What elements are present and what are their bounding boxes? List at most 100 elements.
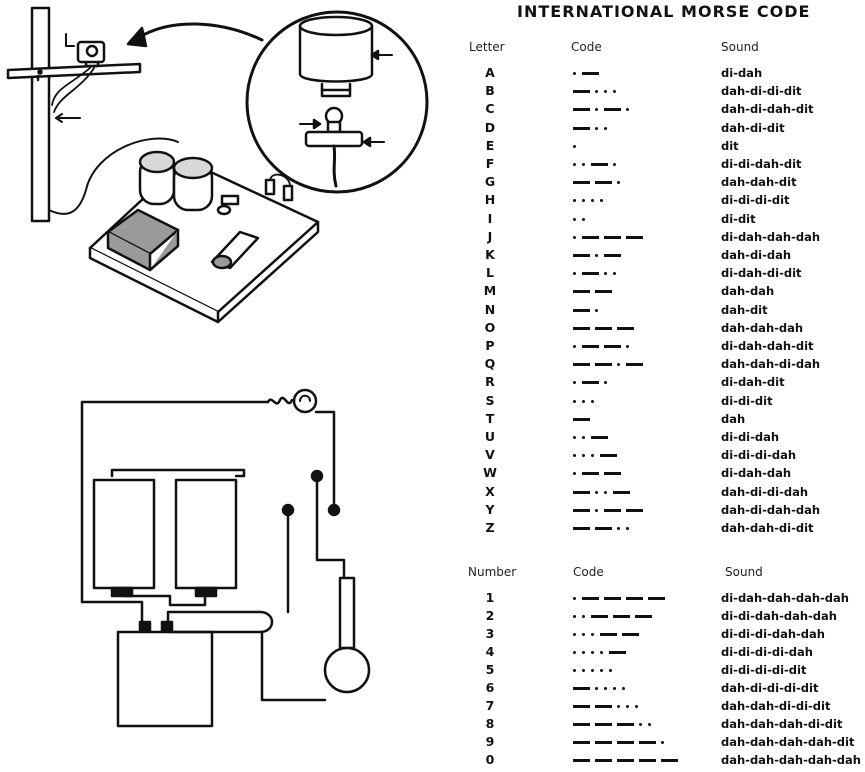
row-symbol: P [485, 338, 495, 353]
row-symbol: 1 [485, 590, 495, 605]
morse-dash [582, 472, 599, 476]
morse-dot [595, 687, 598, 690]
row-symbol: 8 [485, 716, 495, 731]
row-sound: dah-dah-di-dah [721, 357, 821, 372]
morse-dot [573, 669, 576, 672]
morse-dot [582, 217, 585, 221]
row-sound: dit [721, 138, 739, 153]
row-sound: dah-dah-dit [721, 175, 797, 190]
morse-dash [573, 687, 590, 690]
morse-dot [591, 633, 594, 636]
row-sound: dah-di-di-di-dit [721, 681, 819, 695]
morse-dot [573, 651, 576, 654]
row-sound: dah-di-dah [721, 248, 792, 262]
morse-dash [617, 759, 634, 762]
morse-dash [595, 181, 612, 185]
morse-dash [617, 723, 634, 726]
row-code [573, 82, 693, 100]
morse-dot [613, 90, 616, 94]
morse-dash [582, 381, 599, 385]
letters-header-code: Code [571, 40, 602, 54]
row-sound: di-di-di-di-dit [721, 663, 807, 677]
row-symbol: T [485, 410, 495, 426]
row-code [573, 697, 693, 715]
row-symbol: Z [485, 520, 495, 535]
morse-dot [617, 181, 620, 185]
row-sound: di-di-dit [721, 393, 773, 408]
morse-dash [573, 759, 590, 762]
row-sound: di-di-dah-dah-dah [721, 609, 837, 623]
morse-dash [648, 597, 665, 600]
morse-dot [573, 597, 576, 600]
row-code [573, 501, 693, 519]
morse-dot [600, 199, 603, 203]
morse-dash [573, 527, 590, 530]
row-symbol: 6 [485, 680, 495, 695]
row-symbol: B [485, 83, 495, 99]
row-sound: di-di-dah [721, 430, 780, 444]
row-code [573, 100, 693, 118]
row-symbol: 7 [485, 698, 495, 713]
morse-dot [582, 199, 585, 203]
row-code [573, 191, 693, 209]
pole-with-lamp [6, 6, 142, 223]
row-code [573, 337, 693, 355]
row-sound: dah-dah-dah [721, 320, 804, 335]
morse-dash [573, 90, 590, 94]
morse-dot [613, 272, 616, 276]
morse-dash [626, 235, 643, 239]
morse-dot [617, 527, 620, 530]
row-sound: di-dah [721, 66, 763, 80]
morse-dot [573, 345, 576, 348]
morse-dot [573, 436, 576, 439]
row-symbol: A [485, 65, 495, 80]
row-symbol: 2 [485, 608, 495, 623]
morse-dot [573, 381, 576, 385]
morse-dot [573, 472, 576, 476]
row-sound: dah [721, 411, 746, 426]
row-sound: di-di-di-dit [721, 193, 790, 208]
row-sound: dah-di-dah-dit [721, 102, 814, 117]
morse-dot [582, 454, 585, 458]
morse-dash [613, 615, 630, 618]
morse-dot [600, 669, 603, 672]
morse-dash [595, 326, 612, 330]
row-code [573, 373, 693, 391]
row-code [573, 483, 693, 501]
row-symbol: C [485, 101, 495, 117]
morse-dash [582, 72, 599, 75]
morse-dot [622, 687, 625, 690]
row-code [573, 607, 693, 625]
numbers-header-sound: Sound [725, 565, 763, 579]
row-code [573, 643, 693, 661]
morse-dash [595, 759, 612, 762]
morse-dot [617, 705, 620, 708]
row-sound: di-di-di-dah [721, 448, 797, 463]
morse-dot [582, 436, 585, 439]
row-sound: di-dit [721, 211, 756, 226]
morse-dash [635, 615, 652, 618]
row-symbol: J [487, 228, 493, 244]
row-symbol: W [483, 465, 497, 481]
morse-dash [573, 290, 590, 294]
morse-dot [604, 687, 607, 690]
morse-dot [573, 163, 576, 166]
morse-dot [604, 381, 607, 385]
row-sound: dah-dah-dah-dah-dah [721, 753, 861, 767]
morse-dot [591, 199, 594, 203]
morse-dash [661, 759, 678, 762]
morse-dot [661, 741, 664, 744]
row-code [573, 625, 693, 643]
row-code [573, 715, 693, 733]
